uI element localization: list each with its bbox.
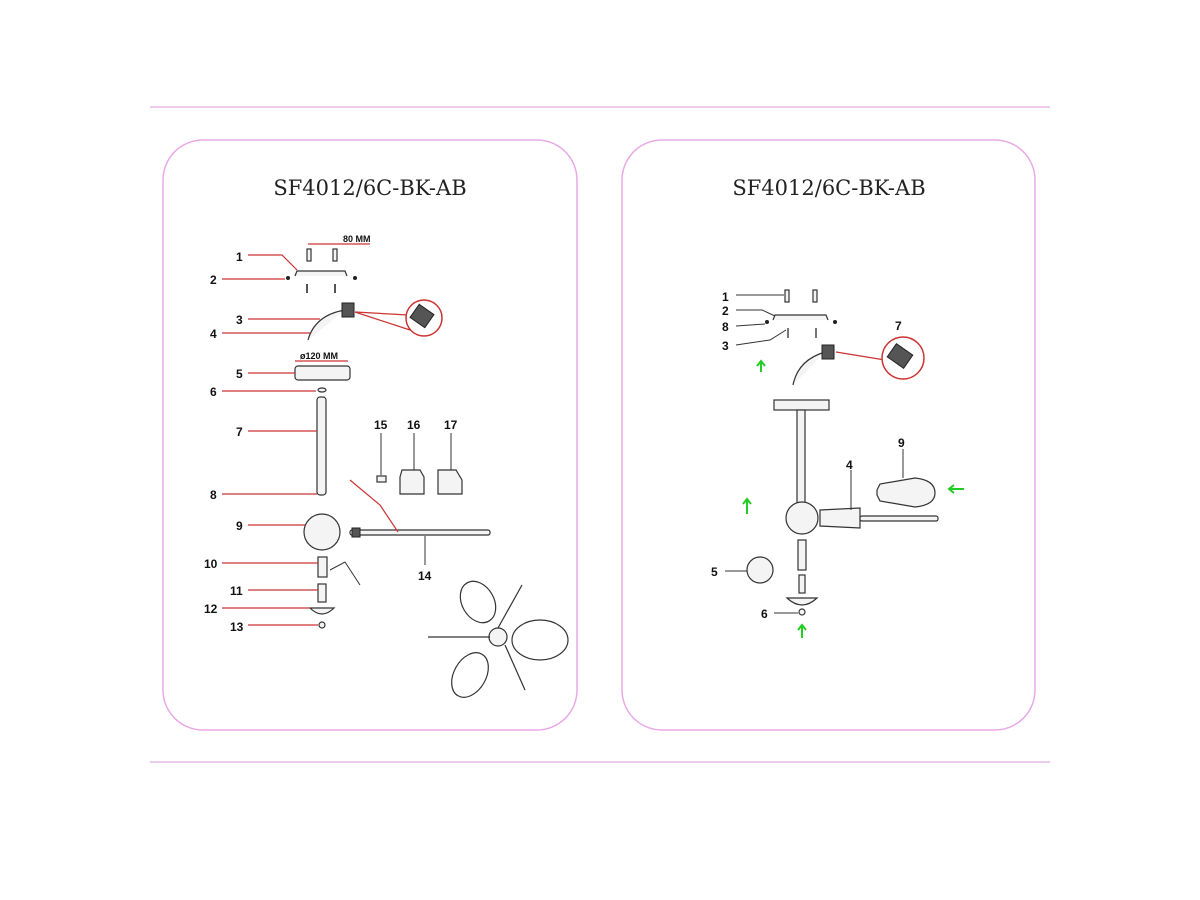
label-9: 9 xyxy=(236,519,243,533)
canopy-right xyxy=(773,399,830,411)
rod xyxy=(316,396,327,496)
arrow-left-icon xyxy=(947,484,964,494)
label-8: 8 xyxy=(722,320,729,334)
direction-arrows xyxy=(742,359,964,638)
label-3: 3 xyxy=(722,339,729,353)
top-view xyxy=(428,580,569,698)
label-2: 2 xyxy=(722,304,729,318)
label-7: 7 xyxy=(236,425,243,439)
label-1: 1 xyxy=(722,290,729,304)
terminal-block xyxy=(341,302,355,318)
body-sphere xyxy=(303,513,341,551)
dimension-80mm: 80 MM xyxy=(343,234,371,244)
finial-cup xyxy=(308,607,336,615)
label-15: 15 xyxy=(374,418,388,432)
label-1: 1 xyxy=(236,250,243,264)
label-7: 7 xyxy=(895,319,902,333)
canopy xyxy=(294,365,351,381)
mounting-bracket: 80 MM xyxy=(286,234,371,293)
label-8: 8 xyxy=(210,488,217,502)
label-6: 6 xyxy=(210,385,217,399)
label-13: 13 xyxy=(230,620,244,634)
dimension-120mm: ø120 MM xyxy=(300,351,338,361)
arrow-up-icon xyxy=(797,623,807,638)
label-17: 17 xyxy=(444,418,458,432)
left-panel-frame xyxy=(162,139,578,731)
right-panel-frame xyxy=(621,139,1036,731)
right-panel: SF4012/6C-BK-AB xyxy=(621,139,1036,731)
label-4: 4 xyxy=(846,458,853,472)
label-10: 10 xyxy=(204,557,218,571)
arm xyxy=(349,529,491,536)
arrow-up-icon xyxy=(756,359,766,372)
label-3: 3 xyxy=(236,313,243,327)
socket xyxy=(399,469,425,495)
left-panel-title: SF4012/6C-BK-AB xyxy=(273,176,466,200)
label-6: 6 xyxy=(761,607,768,621)
left-panel: SF4012/6C-BK-AB 80 MM ø120 MM xyxy=(162,139,578,731)
label-11: 11 xyxy=(230,584,243,598)
label-5: 5 xyxy=(236,367,243,381)
label-5: 5 xyxy=(711,565,718,579)
label-12: 12 xyxy=(204,602,218,616)
arrow-up-icon xyxy=(742,497,752,514)
body-sphere-right xyxy=(785,501,819,535)
label-9: 9 xyxy=(898,436,905,450)
socket-cap xyxy=(437,469,463,495)
label-2: 2 xyxy=(210,273,217,287)
label-4: 4 xyxy=(210,327,217,341)
bulb xyxy=(876,477,936,508)
right-panel-title: SF4012/6C-BK-AB xyxy=(732,176,925,200)
label-16: 16 xyxy=(407,418,421,432)
right-callouts: 1 2 8 3 7 9 4 5 6 xyxy=(711,290,905,621)
finial xyxy=(318,621,326,629)
mounting-bracket-right xyxy=(772,314,829,321)
label-14: 14 xyxy=(418,569,432,583)
wire-bundle xyxy=(307,309,346,341)
left-callouts: 1 2 3 4 5 6 7 8 9 10 11 12 13 14 15 16 1… xyxy=(204,250,458,634)
